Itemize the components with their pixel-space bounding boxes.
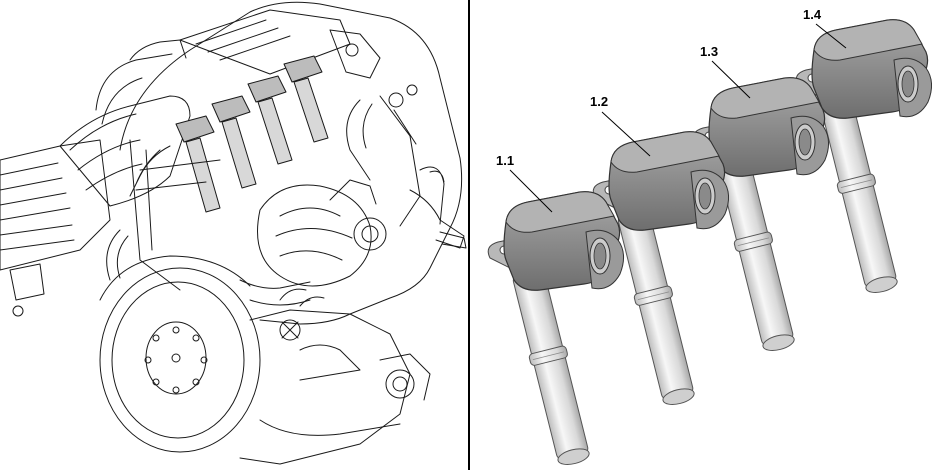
leader-1-1: [509, 169, 553, 213]
callout-leaders: [509, 23, 847, 213]
leader-1-3: [711, 60, 751, 99]
leader-1-4: [815, 23, 847, 49]
ignition-coil-1-1: [487, 191, 625, 469]
leader-1-2: [601, 111, 651, 157]
engine-line-drawing: [0, 1, 467, 465]
callout-label-1-4: 1.4: [803, 7, 822, 22]
callout-label-1-3: 1.3: [700, 44, 719, 59]
ignition-coil-row: [487, 19, 933, 469]
callout-label-1-2: 1.2: [590, 94, 609, 109]
callout-label-1-1: 1.1: [496, 153, 515, 168]
